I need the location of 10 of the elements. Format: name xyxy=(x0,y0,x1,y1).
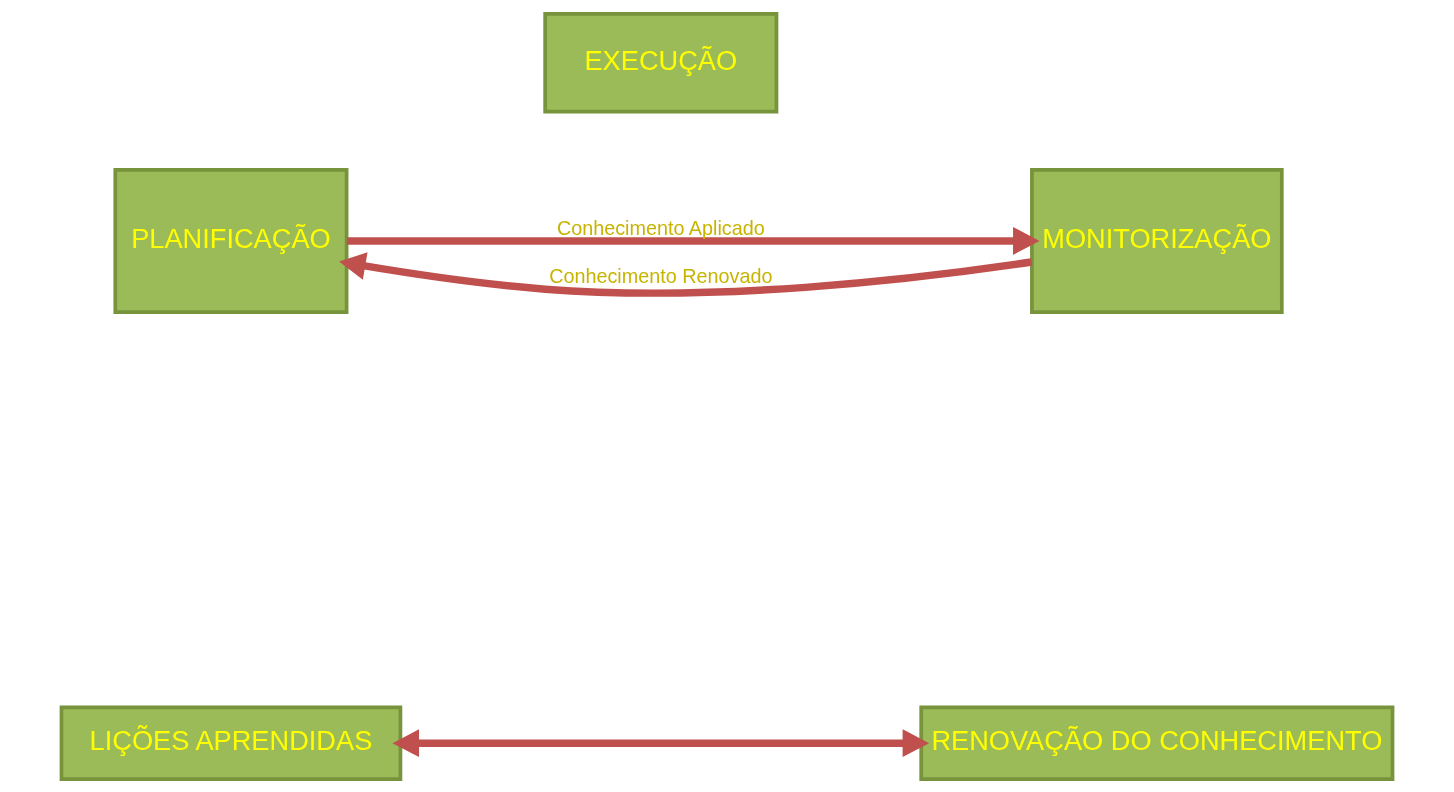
arrow xyxy=(392,728,930,757)
node-box: EXECUÇÃO xyxy=(543,11,779,114)
node-box: LIÇÕES APRENDIDAS xyxy=(59,704,403,781)
node-box: MONITORIZAÇÃO xyxy=(1030,167,1284,314)
arrow xyxy=(346,226,1040,255)
node-box: RENOVAÇÃO DO CONHECIMENTO xyxy=(919,704,1395,781)
arrow xyxy=(339,251,1033,297)
edge-label: Conhecimento Aplicado xyxy=(556,216,765,239)
node-box: PLANIFICAÇÃO xyxy=(113,167,349,314)
edge-label: Conhecimento Renovado xyxy=(549,264,773,287)
